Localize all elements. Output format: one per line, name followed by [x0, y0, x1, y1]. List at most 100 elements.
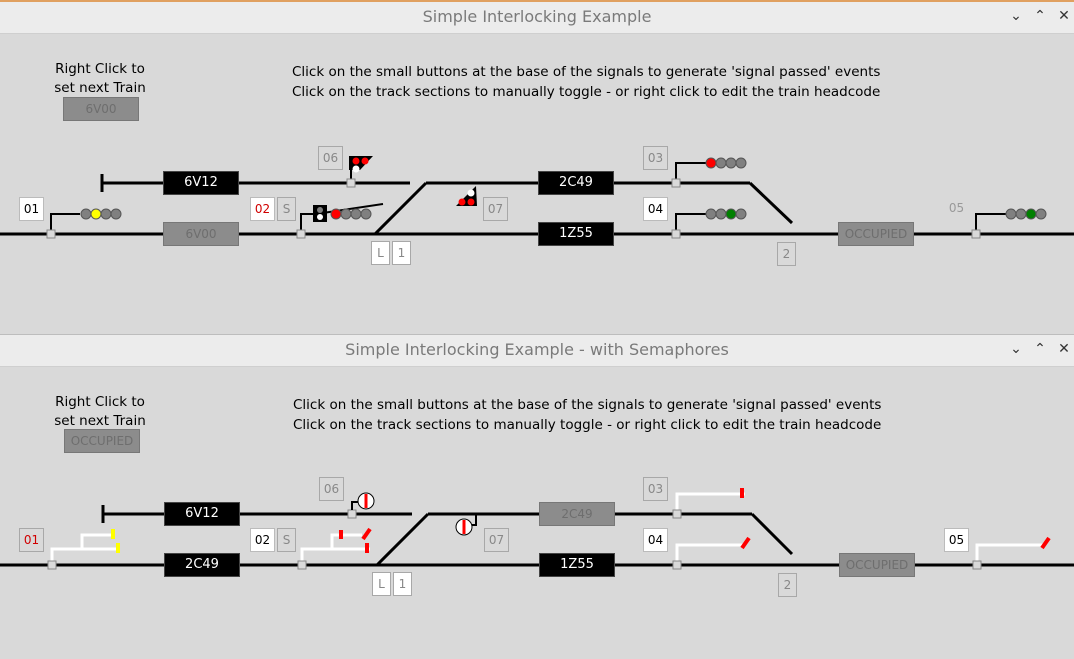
minimize-button[interactable]: ⌄: [1010, 8, 1022, 24]
signal-06-ground-disc: [349, 156, 373, 173]
signal-04-aspect: [705, 208, 717, 220]
signal-03-passed-button[interactable]: [671, 178, 681, 188]
signal-03-aspect: [725, 157, 737, 169]
signal-01-bracket: [80, 533, 112, 549]
signal-06-button[interactable]: 06: [319, 477, 344, 501]
signal-07-ground-disc: [456, 186, 477, 206]
signal-01-passed-button[interactable]: [46, 229, 56, 239]
signal-04-passed-button[interactable]: [672, 560, 682, 570]
signal-02-aspect: [330, 208, 342, 220]
signal-01-aspect: [110, 208, 122, 220]
maximize-button[interactable]: ⌃: [1034, 341, 1046, 357]
track-section-lower-mid[interactable]: 1Z55: [538, 222, 614, 246]
track-section-right[interactable]: OCCUPIED: [838, 222, 914, 246]
signal-04-post: [675, 543, 745, 565]
signal-01-button[interactable]: 01: [19, 528, 44, 552]
signal-05-post: [975, 543, 1045, 565]
signal-04-aspect: [735, 208, 747, 220]
signal-02-subsidiary-button[interactable]: S: [277, 197, 296, 221]
signal-03-aspect: [705, 157, 717, 169]
signal-03-passed-button[interactable]: [672, 509, 682, 519]
signal-05-aspect: [1035, 208, 1047, 220]
signal-04-aspect: [715, 208, 727, 220]
track-section-right[interactable]: OCCUPIED: [839, 553, 915, 577]
track-diagram: [0, 488, 1074, 570]
signal-02-post: [300, 547, 370, 565]
point-1-lock-button[interactable]: L: [371, 241, 390, 265]
track-point1-crossover: [375, 512, 430, 567]
signal-06-button[interactable]: 06: [318, 146, 343, 170]
close-button[interactable]: ✕: [1058, 8, 1070, 24]
signal-06-ground-disc: [351, 492, 375, 510]
close-button[interactable]: ✕: [1058, 341, 1070, 357]
signal-02-button[interactable]: 02: [250, 528, 275, 552]
signal-05-aspect: [1005, 208, 1017, 220]
track-section-upper-mid[interactable]: 2C49: [538, 171, 614, 195]
signal-01-passed-button[interactable]: [47, 560, 57, 570]
signal-03-aspect: [715, 157, 727, 169]
signal-04-button[interactable]: 04: [643, 528, 668, 552]
signal-05-aspect: [1015, 208, 1027, 220]
maximize-button[interactable]: ⌃: [1034, 8, 1046, 24]
signal-01-aspect: [100, 208, 112, 220]
track-section-upper-mid[interactable]: 2C49: [539, 502, 615, 526]
signal-07-button[interactable]: 07: [484, 528, 509, 552]
signal-02-aspect: [340, 208, 352, 220]
window-title: Simple Interlocking Example: [422, 7, 652, 26]
signal-02-subsidiary: [313, 205, 327, 222]
point-1-button[interactable]: 1: [392, 241, 411, 265]
signal-06-passed-button[interactable]: [346, 178, 356, 188]
signal-02-post: [300, 213, 316, 234]
point-2-button[interactable]: 2: [777, 242, 796, 266]
signal-06-passed-button[interactable]: [347, 509, 357, 519]
window-title: Simple Interlocking Example - with Semap…: [345, 340, 729, 359]
track-section-upper-left[interactable]: 6V12: [164, 502, 240, 526]
signal-04-passed-button[interactable]: [671, 229, 681, 239]
signal-01-aspect: [90, 208, 102, 220]
window-semaphores: Simple Interlocking Example - with Semap…: [0, 334, 1074, 659]
signal-02-passed-button[interactable]: [297, 560, 307, 570]
signal-01-button[interactable]: 01: [19, 197, 44, 221]
signal-07-button[interactable]: 07: [483, 197, 508, 221]
instruction-line-2: Click on the track sections to manually …: [293, 417, 882, 433]
signal-01-aspect: [80, 208, 92, 220]
title-bar[interactable]: Simple Interlocking Example - with Semap…: [0, 335, 1074, 367]
signal-03-post: [675, 162, 706, 183]
signal-04-button[interactable]: 04: [643, 197, 668, 221]
signal-05-post: [975, 213, 1006, 234]
signal-02-button[interactable]: 02: [250, 197, 275, 221]
track-section-lower-mid[interactable]: 1Z55: [539, 553, 615, 577]
signal-02-passed-button[interactable]: [296, 229, 306, 239]
track-section-lower-left[interactable]: 2C49: [164, 553, 240, 577]
point-1-button[interactable]: 1: [393, 572, 412, 596]
next-train-button[interactable]: OCCUPIED: [64, 429, 140, 453]
signal-03-aspect: [735, 157, 747, 169]
signal-05-arm: [1040, 536, 1051, 550]
signal-04-aspect: [725, 208, 737, 220]
signal-01-post: [50, 213, 80, 234]
signal-03-button[interactable]: 03: [643, 477, 668, 501]
signal-02-junction-line: [315, 203, 384, 215]
title-bar[interactable]: Simple Interlocking Example ⌄ ⌃ ✕: [0, 2, 1074, 34]
point-1-lock-button[interactable]: L: [372, 572, 391, 596]
track-section-upper-left[interactable]: 6V12: [163, 171, 239, 195]
signal-05-passed-button[interactable]: [972, 560, 982, 570]
minimize-button[interactable]: ⌄: [1010, 341, 1022, 357]
point-2-button[interactable]: 2: [778, 573, 797, 597]
signal-02-arm-diag: [361, 527, 372, 541]
instruction-line-1: Click on the small buttons at the base o…: [293, 397, 882, 413]
signal-05-button[interactable]: 05: [948, 201, 965, 215]
signal-04-arm: [740, 536, 751, 550]
signal-05-button[interactable]: 05: [944, 528, 969, 552]
signal-02-subsidiary-button[interactable]: S: [277, 528, 296, 552]
signal-02-bracket: [330, 533, 362, 549]
next-train-button[interactable]: 6V00: [63, 97, 139, 121]
signal-05-passed-button[interactable]: [971, 229, 981, 239]
signal-03-button[interactable]: 03: [643, 146, 668, 170]
signal-04-post: [675, 213, 706, 234]
track-section-lower-left[interactable]: 6V00: [163, 222, 239, 246]
track-point2-diverge: [748, 181, 794, 225]
